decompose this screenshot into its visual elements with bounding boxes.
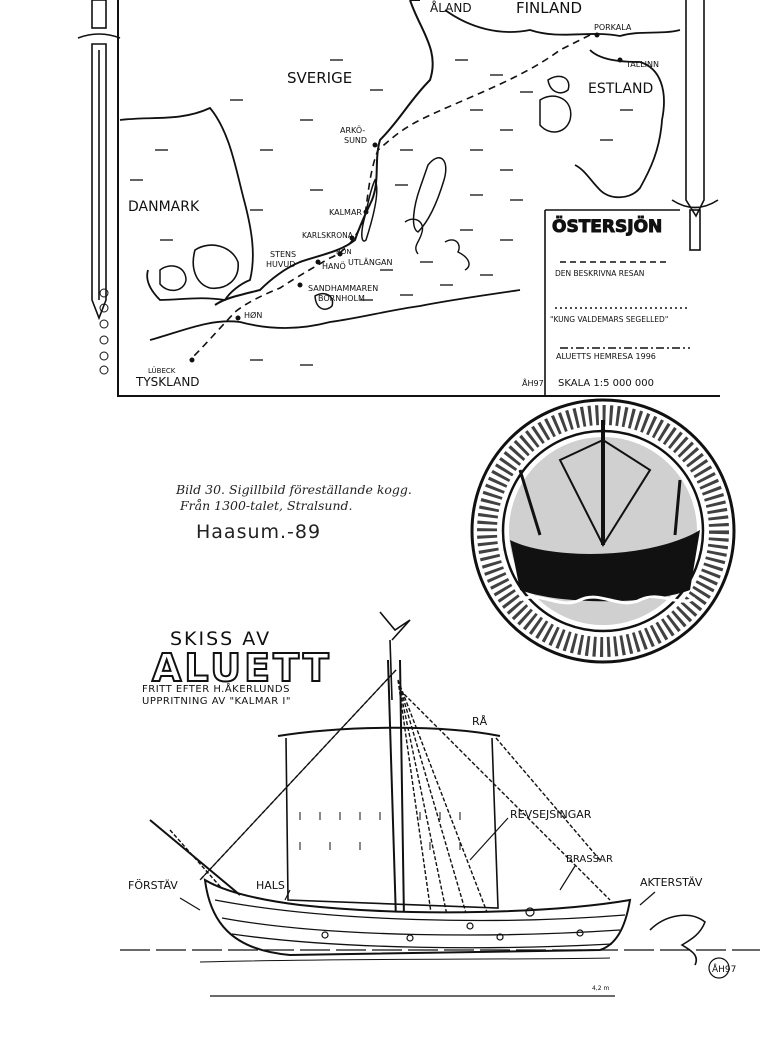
label-utlangan: UTLÄNGAN (348, 257, 393, 267)
sea-serpent-drawing (404, 218, 470, 271)
label-arkosund-2: SUND (344, 136, 367, 145)
label-forstav: FÖRSTÄV (128, 879, 178, 892)
label-estland: ESTLAND (588, 81, 653, 97)
germany-coast (149, 289, 521, 341)
label-ron: RON (336, 248, 352, 256)
label-hon: HØN (244, 310, 262, 320)
legend-title: ÖSTERSJÖN (552, 215, 662, 237)
label-kalmar: KALMAR (329, 208, 362, 217)
legend-item-route: DEN BESKRIVNA RESAN (555, 269, 644, 278)
label-danmark: DANMARK (128, 199, 200, 215)
credit-line-1: FRITT EFTER H.ÅKERLUNDS (142, 684, 290, 695)
figure-caption: Bild 30. Sigillbild föreställande kogg. … (176, 482, 436, 514)
label-tyskland: TYSKLAND (135, 375, 200, 389)
sketch-signature: ÅH97 (712, 963, 736, 975)
island-bornholm (314, 292, 334, 310)
label-akterstav: AKTERSTÄV (640, 876, 703, 889)
label-brassar: BRASSAR (566, 854, 613, 865)
legend-item-valdemar: "KUNG VALDEMARS SEGELLED" (550, 315, 668, 324)
voyage-route (189, 34, 591, 361)
sketch-credit: FRITT EFTER H.ÅKERLUNDS UPPRITNING AV "K… (142, 684, 342, 708)
scale-note: 4,2 m (592, 985, 609, 992)
finland-coast (444, 9, 681, 37)
sketch-ship-name: ALUETT (151, 645, 332, 691)
label-arkosund-1: ARKÖ- (340, 125, 365, 135)
funen-coast (159, 265, 187, 292)
sword-decoration-right (671, 0, 719, 251)
handwritten-signature: Haasum.-89 (196, 521, 322, 543)
caption-line-2: Från 1300-talet, Stralsund. (180, 498, 353, 513)
label-hals: HALS (256, 879, 285, 892)
label-sandhammaren: SANDHAMMAREN (308, 284, 378, 293)
label-revsejsingar: REVSEJSINGAR (510, 808, 592, 821)
reef-points (299, 812, 461, 850)
legend-item-homeward: ALUETTS HEMRESA 1996 (556, 352, 656, 361)
caption-line-1: Bild 30. Sigillbild föreställande kogg. (176, 482, 412, 497)
dragon-head-drawing (649, 914, 706, 966)
island-oland (361, 178, 378, 242)
estonia-coast (574, 49, 665, 199)
label-stens-2: HUVUD (266, 260, 295, 269)
map-frame (117, 0, 720, 397)
legend-scale: SKALA 1:5 000 000 (558, 378, 654, 389)
label-karlskrona: KARLSKRONA (302, 231, 354, 240)
island-gotland (412, 157, 447, 233)
label-finland: FINLAND (516, 0, 582, 17)
label-ra: RÅ (472, 715, 488, 728)
label-stens-1: STENS (270, 250, 296, 259)
denmark-coast (119, 106, 254, 301)
label-aland: ÅLAND (430, 0, 472, 15)
label-bornholm: BORNHOLM (318, 294, 365, 303)
zealand-coast (192, 244, 239, 289)
credit-line-2: UPPRITNING AV "KALMAR I" (142, 696, 291, 707)
label-sverige: SVERIGE (287, 69, 352, 87)
label-hano: HANÖ (322, 261, 346, 271)
island-saaremaa (539, 95, 572, 133)
sword-decoration (77, 0, 121, 321)
map-signature: ÅH97 (522, 377, 544, 388)
label-tallinn: TALLINN (625, 60, 659, 69)
ship-hull (203, 878, 632, 957)
label-lubeck: LÜBECK (148, 366, 176, 375)
decorative-dots (99, 288, 109, 375)
island-hiiumaa (547, 75, 570, 94)
sketch-title: SKISS AV (170, 628, 272, 650)
sea-hatching (130, 59, 633, 366)
label-porkala: PORKALA (594, 23, 632, 32)
